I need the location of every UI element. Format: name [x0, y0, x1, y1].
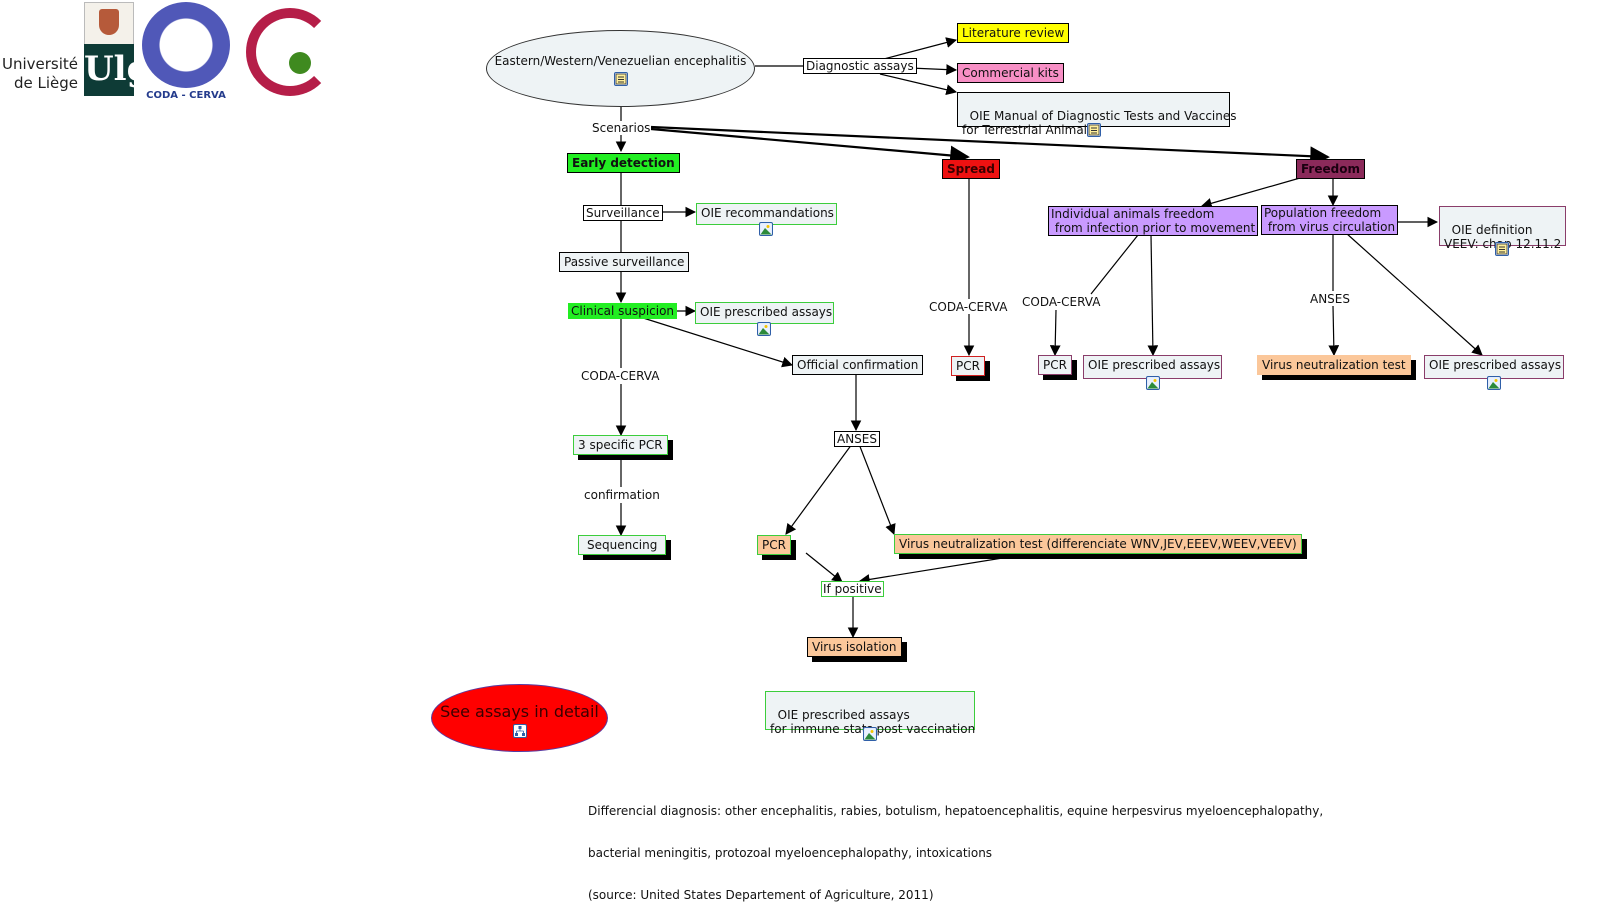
footer-line-1: Differencial diagnosis: other encephalit…: [588, 804, 1324, 818]
oie-definition-node[interactable]: OIE definition VEEV: chap 12.11.2: [1439, 206, 1566, 251]
pcr-node[interactable]: PCR: [951, 356, 985, 376]
root-label: Eastern/Western/Venezuelian encephalitis: [494, 53, 747, 68]
anses-link[interactable]: ANSES: [834, 431, 881, 447]
document-icon[interactable]: [613, 71, 628, 86]
virus-neutralization-test-node[interactable]: Virus neutralization test (differenciate…: [894, 534, 1302, 554]
concept-map-icon[interactable]: [512, 724, 527, 738]
root-concept-eastern-western-venezuelian-encephalitis[interactable]: Eastern/Western/Venezuelian encephalitis: [486, 30, 755, 107]
passive-surveillance-node[interactable]: Passive surveillance: [559, 252, 690, 272]
footer-line-3: (source: United States Departement of Ag…: [588, 888, 934, 902]
see-assays-in-detail-link[interactable]: See assays in detail: [431, 684, 608, 752]
image-icon[interactable]: [863, 727, 877, 741]
coda-ring-icon: [142, 2, 230, 88]
pcr-node[interactable]: PCR: [1038, 355, 1072, 375]
confirmation-link[interactable]: confirmation: [583, 488, 661, 502]
spread-node[interactable]: Spread: [942, 159, 1000, 179]
document-icon[interactable]: [1495, 242, 1509, 256]
afsca-dot-icon: [289, 52, 311, 74]
afsca-logo: [246, 8, 338, 100]
official-confirmation-node[interactable]: Official confirmation: [792, 355, 924, 375]
coda-cerva-link[interactable]: CODA-CERVA: [1021, 295, 1102, 309]
image-icon[interactable]: [1146, 376, 1160, 390]
ulg-text: Université de Liège: [1, 55, 78, 92]
oie-prescribed-assays-node[interactable]: OIE prescribed assays: [695, 302, 834, 324]
pcr-node[interactable]: PCR: [757, 535, 791, 555]
diagnostic-assays-link[interactable]: Diagnostic assays: [803, 58, 917, 74]
freedom-node[interactable]: Freedom: [1296, 159, 1365, 179]
coda-cerva-logo: CODA - CERVA: [138, 0, 238, 104]
ulg-crest: [84, 2, 134, 45]
anses-link[interactable]: ANSES: [1309, 292, 1352, 306]
afsca-swirl-icon: [246, 8, 334, 96]
literature-review-node[interactable]: Literature review: [957, 23, 1070, 43]
image-icon[interactable]: [1487, 376, 1501, 390]
image-icon[interactable]: [757, 322, 771, 336]
coda-cerva-link[interactable]: CODA-CERVA: [580, 369, 661, 383]
oie-prescribed-assays-vaccination-node[interactable]: OIE prescribed assays for immune stats p…: [765, 691, 975, 736]
oie-manual-node[interactable]: OIE Manual of Diagnostic Tests and Vacci…: [957, 92, 1237, 137]
if-positive-link[interactable]: If positive: [821, 581, 884, 597]
sequencing-node[interactable]: Sequencing: [578, 535, 667, 555]
surveillance-link[interactable]: Surveillance: [583, 205, 663, 221]
early-detection-node[interactable]: Early detection: [567, 153, 680, 173]
oie-prescribed-assays-node[interactable]: OIE prescribed assays: [1424, 355, 1564, 379]
crest-shield-icon: [99, 9, 119, 35]
scenarios-link[interactable]: Scenarios: [591, 121, 652, 135]
see-assays-label: See assays in detail: [440, 702, 599, 721]
image-icon[interactable]: [759, 222, 773, 236]
footer-line-2: bacterial meningitis, protozoal myeloenc…: [588, 846, 993, 860]
coda-cerva-link[interactable]: CODA-CERVA: [928, 300, 1009, 314]
virus-isolation-node[interactable]: Virus isolation: [807, 637, 902, 657]
individual-animals-freedom-node[interactable]: Individual animals freedom from infectio…: [1048, 206, 1259, 236]
ulg-mark: Ulg: [84, 44, 150, 96]
population-freedom-node[interactable]: Population freedom from virus circulatio…: [1261, 205, 1399, 235]
virus-neutralization-test-node[interactable]: Virus neutralization test: [1257, 355, 1411, 375]
differential-diagnosis-note: Differencial diagnosis: other encephalit…: [588, 776, 1323, 916]
commercial-kits-node[interactable]: Commercial kits: [957, 63, 1064, 83]
three-specific-pcr-node[interactable]: 3 specific PCR: [573, 435, 668, 455]
coda-label: CODA - CERVA: [146, 90, 226, 101]
document-icon[interactable]: [1087, 123, 1101, 137]
clinical-suspicion-node[interactable]: Clinical suspicion: [568, 303, 678, 319]
universite-de-liege-logo: Université de Liège Ulg: [0, 0, 150, 100]
